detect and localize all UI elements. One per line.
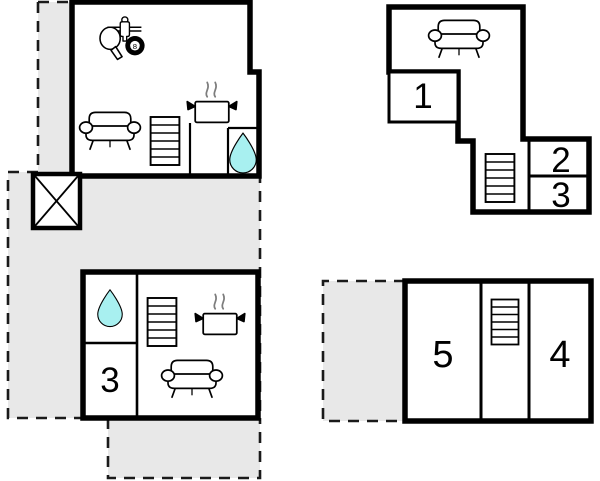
stairs-icon [149, 116, 181, 166]
panel-top-right: 1 2 3 [386, 4, 592, 215]
terrace-area [38, 2, 72, 172]
room-1 [387, 70, 460, 124]
panel-bottom-left: 3 [80, 269, 261, 421]
room-1-label: 1 [413, 77, 432, 116]
crossed-box-icon [30, 171, 83, 231]
room-2-label: 2 [551, 141, 570, 180]
room-5-label: 5 [432, 334, 453, 376]
terrace-area [323, 281, 405, 421]
room-3-label: 3 [100, 361, 119, 400]
room-3-label: 3 [551, 176, 570, 215]
panel-bottom-right: 5 4 [321, 278, 594, 424]
terrace-outline [321, 279, 405, 423]
room-4-label: 4 [549, 334, 570, 376]
stairs-icon [490, 298, 520, 346]
stairs-icon [146, 297, 178, 347]
stairs-icon [484, 153, 516, 203]
